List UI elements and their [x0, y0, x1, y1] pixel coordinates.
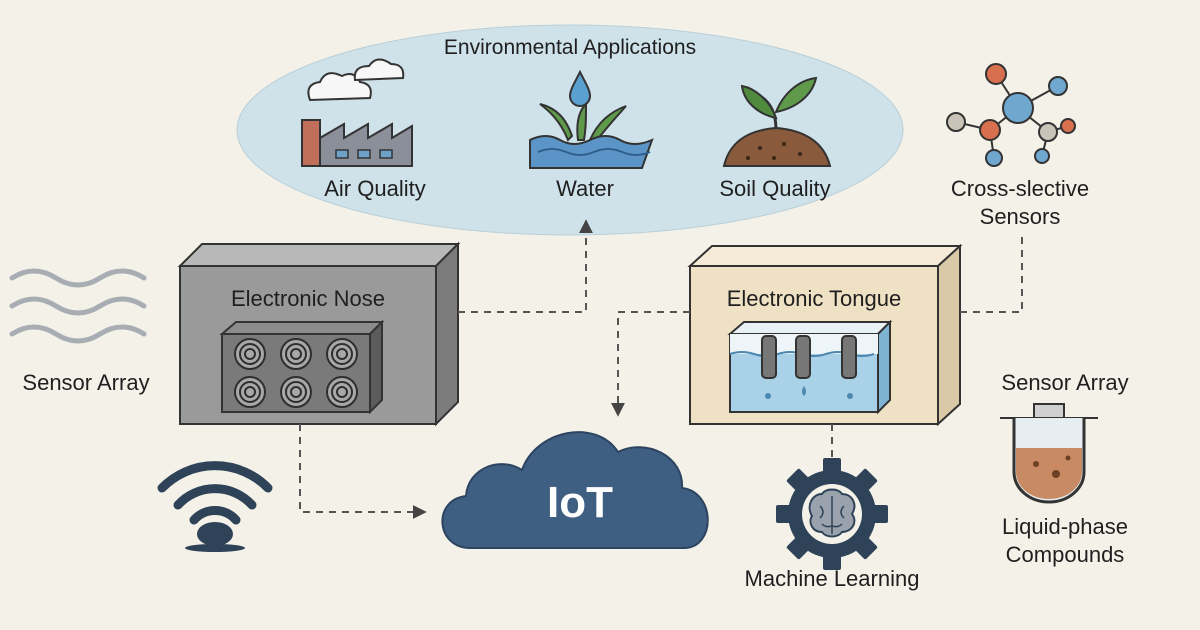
molecule-icon — [946, 63, 1076, 167]
left-sensor-array-label: Sensor Array — [22, 370, 150, 395]
sensor-ring — [290, 386, 302, 398]
water-label: Water — [556, 176, 614, 201]
iot-label: IoT — [547, 478, 613, 527]
sensor-ring — [290, 348, 302, 360]
liquid-phase-label-line1: Liquid-phase — [1002, 514, 1128, 539]
cross-selective-label-line2: Sensors — [979, 204, 1061, 229]
odor-waves-icon — [9, 268, 147, 344]
sensor-ring — [336, 348, 348, 360]
connectors — [299, 219, 1023, 519]
water-plant-icon — [529, 69, 654, 169]
cloud-icon — [441, 431, 709, 549]
sprout-soil-icon — [722, 76, 832, 167]
brain-gear-icon — [776, 458, 888, 570]
machine-learning-label: Machine Learning — [744, 566, 920, 591]
sensor-ring — [331, 381, 353, 403]
sensor-ring — [285, 343, 307, 365]
sensor-ring — [336, 386, 348, 398]
sensor-ring — [244, 386, 256, 398]
sensor-ring — [244, 348, 256, 360]
sensor-ring — [331, 343, 353, 365]
factory-icon — [301, 58, 413, 167]
beaker-icon — [1000, 403, 1098, 504]
soil-quality-label: Soil Quality — [719, 176, 831, 201]
sensor-ring — [239, 381, 261, 403]
liquid-phase-label-line2: Compounds — [1005, 542, 1125, 567]
sensor-circles — [234, 338, 358, 408]
cross-selective-label-line1: Cross-slective — [950, 176, 1090, 201]
right-sensor-array-label: Sensor Array — [1001, 370, 1129, 395]
env-title: Environmental Applications — [443, 36, 697, 59]
air-quality-label: Air Quality — [324, 176, 426, 201]
sensor-ring — [239, 343, 261, 365]
electronic-nose-title: Electronic Nose — [230, 286, 386, 311]
wifi-icon — [157, 461, 273, 552]
electronic-tongue-title: Electronic Tongue — [726, 286, 902, 311]
liquid-electrode-icon — [727, 319, 893, 415]
sensor-ring — [285, 381, 307, 403]
